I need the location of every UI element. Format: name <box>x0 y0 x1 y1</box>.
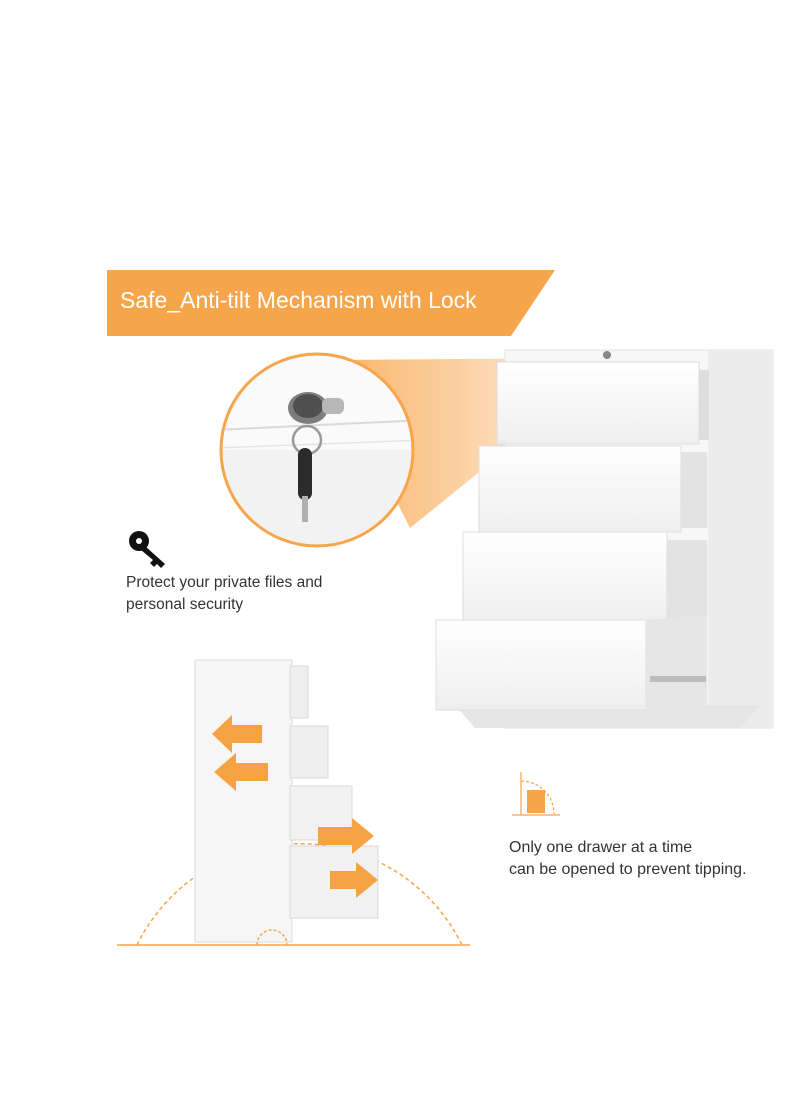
anti-tilt-icon <box>512 772 560 816</box>
caption-line: can be opened to prevent tipping. <box>509 861 747 878</box>
banner-background <box>107 270 555 336</box>
security-caption: Protect your private files and personal … <box>126 572 322 616</box>
hanging-key-icon <box>291 424 323 522</box>
key-icon <box>129 531 165 568</box>
push-arrow-icon <box>212 715 262 753</box>
pull-arrow-icon <box>318 818 374 854</box>
push-arrow-icon <box>214 753 268 791</box>
banner-title: Safe_Anti-tilt Mechanism with Lock <box>120 287 477 313</box>
side-view-cabinet <box>117 659 470 946</box>
caption-line: personal security <box>126 596 244 613</box>
file-cabinet <box>435 349 774 729</box>
caption-line: Only one drawer at a time <box>509 839 693 856</box>
anti-tilt-caption: Only one drawer at a time can be opened … <box>509 837 747 881</box>
lock-cylinder-icon <box>288 392 344 424</box>
caption-line: Protect your private files and <box>126 574 323 591</box>
pull-arrow-icon <box>330 862 378 898</box>
